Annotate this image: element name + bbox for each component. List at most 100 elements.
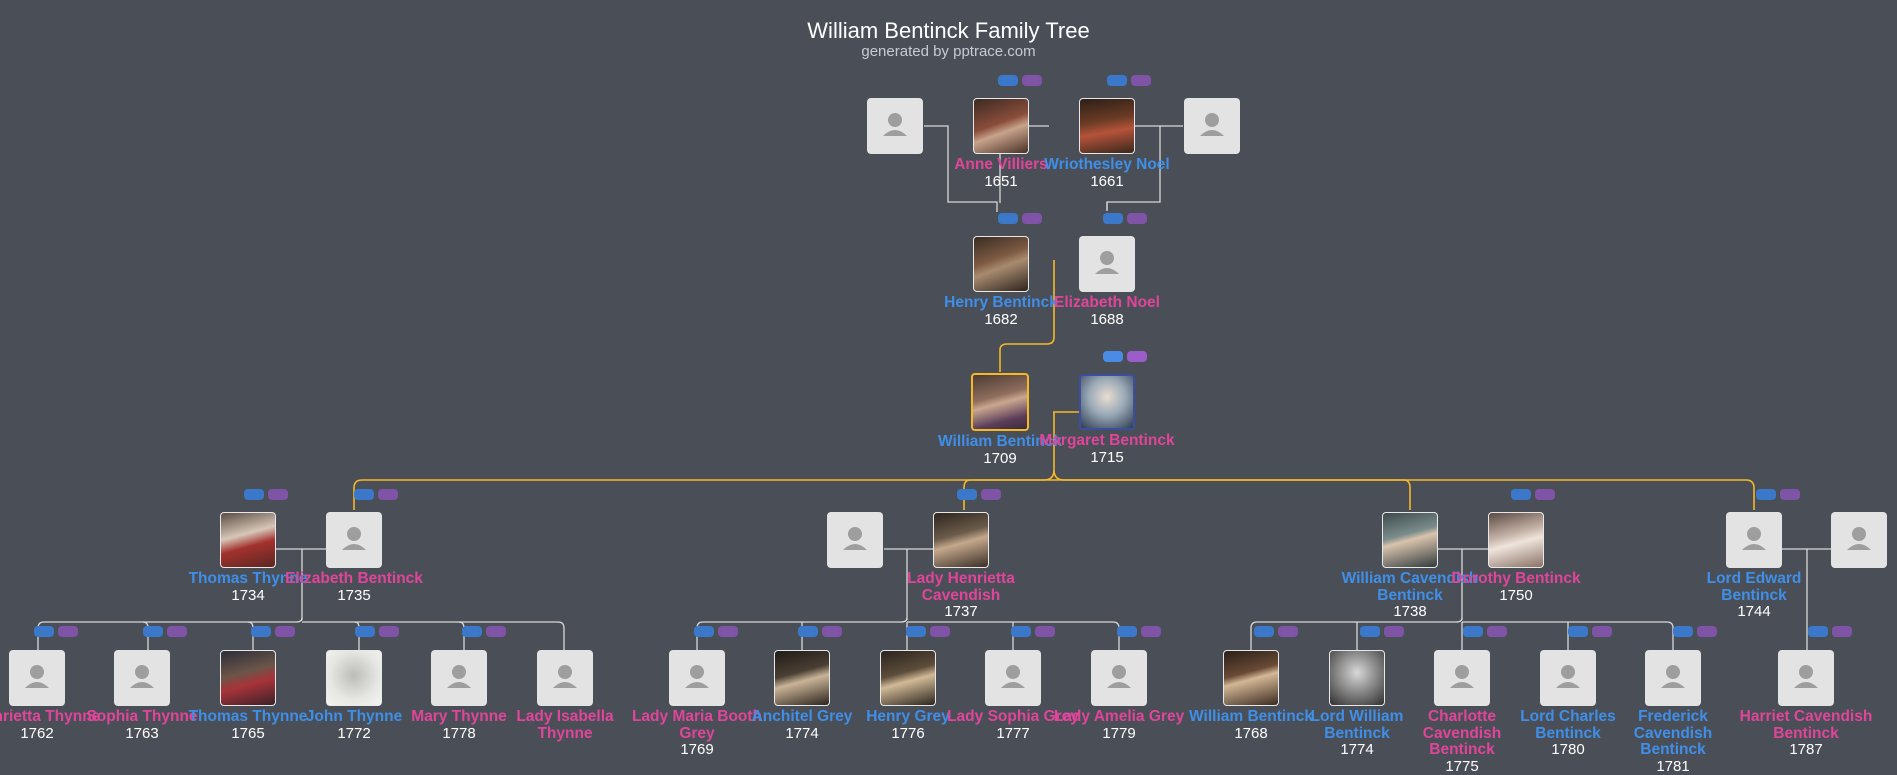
expand-parents-toggle[interactable]	[798, 626, 818, 637]
expand-parents-toggle[interactable]	[957, 489, 977, 500]
portrait-photo[interactable]	[220, 650, 276, 706]
placeholder-photo[interactable]	[537, 650, 593, 706]
unknown-spouse-placeholder[interactable]	[827, 512, 883, 568]
portrait-photo[interactable]	[973, 236, 1029, 292]
expand-children-toggle[interactable]	[1022, 75, 1042, 86]
unknown-parent-placeholder[interactable]	[1184, 98, 1240, 154]
expand-children-toggle[interactable]	[981, 489, 1001, 500]
expand-children-toggle[interactable]	[167, 626, 187, 637]
portrait-photo[interactable]	[971, 373, 1029, 431]
person-card-dorothy-bentinck[interactable]: Dorothy Bentinck 1750	[1446, 512, 1586, 604]
portrait-photo[interactable]	[1079, 374, 1135, 430]
portrait-photo[interactable]	[1382, 512, 1438, 568]
expand-parents-toggle[interactable]	[143, 626, 163, 637]
portrait-photo[interactable]	[220, 512, 276, 568]
expand-parents-toggle[interactable]	[1511, 489, 1531, 500]
unknown-parent-placeholder[interactable]	[867, 98, 923, 154]
expand-children-toggle[interactable]	[486, 626, 506, 637]
expand-children-toggle[interactable]	[58, 626, 78, 637]
expand-children-toggle[interactable]	[1592, 626, 1612, 637]
expand-children-toggle[interactable]	[1127, 351, 1147, 362]
portrait-photo[interactable]	[973, 98, 1029, 154]
toggle-group	[143, 626, 187, 637]
placeholder-photo[interactable]	[1091, 650, 1147, 706]
person-card-frederick-cavendish-bentinck[interactable]: Frederick Cavendish Bentinck 1781	[1603, 650, 1743, 775]
expand-parents-toggle[interactable]	[906, 626, 926, 637]
portrait-photo[interactable]	[1488, 512, 1544, 568]
expand-parents-toggle[interactable]	[355, 626, 375, 637]
expand-children-toggle[interactable]	[378, 489, 398, 500]
expand-children-toggle[interactable]	[379, 626, 399, 637]
portrait-photo[interactable]	[1223, 650, 1279, 706]
person-card-lady-henrietta-cavendish[interactable]: Lady Henrietta Cavendish 1737	[891, 512, 1031, 621]
expand-parents-toggle[interactable]	[1568, 626, 1588, 637]
placeholder-photo[interactable]	[1079, 236, 1135, 292]
placeholder-photo[interactable]	[1778, 650, 1834, 706]
expand-parents-toggle[interactable]	[34, 626, 54, 637]
placeholder-photo[interactable]	[326, 512, 382, 568]
expand-parents-toggle[interactable]	[251, 626, 271, 637]
expand-parents-toggle[interactable]	[1107, 75, 1127, 86]
placeholder-photo[interactable]	[9, 650, 65, 706]
expand-children-toggle[interactable]	[1022, 213, 1042, 224]
unknown-spouse-placeholder[interactable]	[1831, 512, 1887, 568]
expand-children-toggle[interactable]	[1127, 213, 1147, 224]
placeholder-photo[interactable]	[114, 650, 170, 706]
expand-children-toggle[interactable]	[268, 489, 288, 500]
expand-parents-toggle[interactable]	[1103, 213, 1123, 224]
expand-parents-toggle[interactable]	[244, 489, 264, 500]
expand-children-toggle[interactable]	[1131, 75, 1151, 86]
expand-parents-toggle[interactable]	[1808, 626, 1828, 637]
portrait-photo[interactable]	[774, 650, 830, 706]
expand-parents-toggle[interactable]	[694, 626, 714, 637]
person-card-lord-edward-bentinck[interactable]: Lord Edward Bentinck 1744	[1684, 512, 1824, 621]
placeholder-photo[interactable]	[669, 650, 725, 706]
person-card-lady-isabella-thynne[interactable]: Lady Isabella Thynne	[495, 650, 635, 742]
expand-parents-toggle[interactable]	[1011, 626, 1031, 637]
person-card-wriothesley-noel[interactable]: Wriothesley Noel 1661	[1037, 98, 1177, 190]
expand-children-toggle[interactable]	[930, 626, 950, 637]
person-card-harriet-cavendish-bentinck[interactable]: Harriet Cavendish Bentinck 1787	[1736, 650, 1876, 759]
person-card-elizabeth-noel[interactable]: Elizabeth Noel 1688	[1037, 236, 1177, 328]
expand-parents-toggle[interactable]	[1360, 626, 1380, 637]
expand-children-toggle[interactable]	[1780, 489, 1800, 500]
expand-parents-toggle[interactable]	[1254, 626, 1274, 637]
portrait-photo[interactable]	[933, 512, 989, 568]
expand-children-toggle[interactable]	[275, 626, 295, 637]
expand-parents-toggle[interactable]	[1463, 626, 1483, 637]
person-card-lady-amelia-grey[interactable]: Lady Amelia Grey 1779	[1049, 650, 1189, 742]
expand-children-toggle[interactable]	[1384, 626, 1404, 637]
placeholder-photo[interactable]	[1726, 512, 1782, 568]
expand-parents-toggle[interactable]	[1756, 489, 1776, 500]
expand-children-toggle[interactable]	[1141, 626, 1161, 637]
placeholder-photo[interactable]	[1434, 650, 1490, 706]
expand-children-toggle[interactable]	[1832, 626, 1852, 637]
expand-parents-toggle[interactable]	[998, 75, 1018, 86]
placeholder-photo[interactable]	[985, 650, 1041, 706]
expand-children-toggle[interactable]	[718, 626, 738, 637]
expand-children-toggle[interactable]	[1535, 489, 1555, 500]
portrait-photo[interactable]	[1329, 650, 1385, 706]
expand-children-toggle[interactable]	[822, 626, 842, 637]
person-silhouette-icon	[669, 650, 725, 706]
expand-parents-toggle[interactable]	[462, 626, 482, 637]
expand-parents-toggle[interactable]	[1117, 626, 1137, 637]
expand-children-toggle[interactable]	[1278, 626, 1298, 637]
portrait-photo[interactable]	[326, 650, 382, 706]
person-card-elizabeth-bentinck[interactable]: Elizabeth Bentinck 1735	[284, 512, 424, 604]
person-name: Lady Henrietta Cavendish	[891, 571, 1031, 604]
placeholder-photo[interactable]	[431, 650, 487, 706]
expand-parents-toggle[interactable]	[1103, 351, 1123, 362]
expand-children-toggle[interactable]	[1697, 626, 1717, 637]
placeholder-photo[interactable]	[1645, 650, 1701, 706]
portrait-photo[interactable]	[1079, 98, 1135, 154]
expand-parents-toggle[interactable]	[998, 213, 1018, 224]
person-card-margaret-bentinck[interactable]: Margaret Bentinck 1715	[1037, 374, 1177, 466]
expand-parents-toggle[interactable]	[1673, 626, 1693, 637]
expand-children-toggle[interactable]	[1035, 626, 1055, 637]
person-silhouette-icon	[1831, 512, 1887, 568]
expand-parents-toggle[interactable]	[354, 489, 374, 500]
portrait-photo[interactable]	[880, 650, 936, 706]
placeholder-photo[interactable]	[1540, 650, 1596, 706]
expand-children-toggle[interactable]	[1487, 626, 1507, 637]
